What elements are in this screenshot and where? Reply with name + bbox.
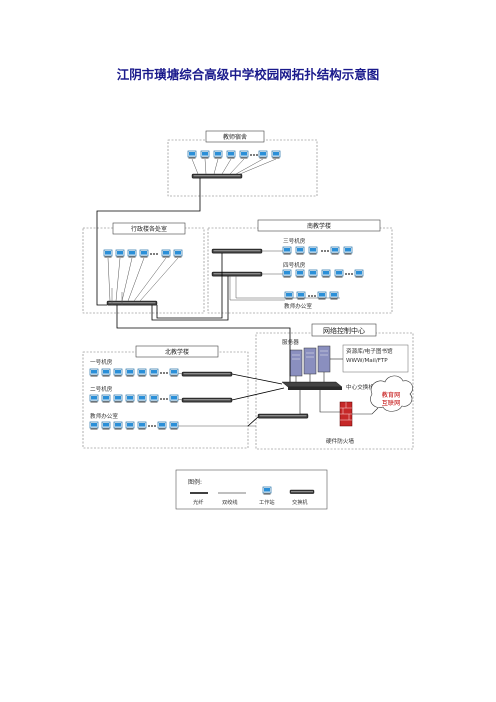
workstation-icon [262, 486, 272, 496]
switch-icon [106, 300, 158, 306]
cloud-label-education-net: 教育网 [382, 391, 401, 399]
legend-title: 图例: [188, 478, 202, 486]
zone-admin-building: 行政楼各处室 [82, 222, 205, 314]
server-protocols-text: WWW/Mail/FTP [346, 358, 388, 364]
switch-icon [181, 371, 233, 377]
zone-network-center: 网络控制中心 服务器 资源库/电子图书馆 WWW/Mail/FTP 中心交换机 [255, 323, 414, 450]
room-label: 四号机房 [283, 261, 306, 269]
cloud-icon: 教育网 互联网 [370, 375, 413, 412]
room-label: 教师办公室 [284, 302, 312, 310]
zone-label-north-building: 北教学楼 [165, 348, 189, 356]
workstation-group [187, 150, 281, 160]
room-label: 一号机房 [90, 358, 113, 366]
switch-icon [257, 413, 309, 419]
switch-icon [191, 173, 243, 179]
zone-label-network-center: 网络控制中心 [323, 326, 365, 335]
legend-item-label: 双绞线 [222, 498, 238, 506]
switch-icon [181, 397, 233, 403]
zone-north-building: 北教学楼 一号机房 二号机房 教师办公室 [82, 345, 256, 449]
legend-item-label: 工作站 [259, 498, 275, 506]
page-title: 江阴市璜塘综合高级中学校园网拓扑结构示意图 [116, 67, 380, 82]
workstation-group [103, 249, 183, 259]
server-icon [289, 345, 331, 377]
legend-item-label: 光纤 [193, 498, 203, 506]
legend: 图例: 光纤 双绞线 工作站 交换机 [175, 469, 328, 510]
core-switch-label: 中心交换机 [346, 383, 374, 391]
server-roles-text: 资源库/电子图书馆 [346, 347, 393, 355]
room-label: 二号机房 [90, 385, 113, 393]
room-label: 三号机房 [283, 237, 306, 245]
core-switch-icon [281, 381, 343, 390]
legend-item-label: 交换机 [292, 498, 308, 506]
server-group-label: 服务器 [282, 338, 299, 346]
switch-icon [211, 271, 263, 277]
zone-label-teacher-dorm: 教师宿舍 [223, 133, 247, 141]
switch-icon [211, 248, 263, 254]
switch-icon [289, 489, 315, 494]
firewall-label: 硬件防火墙 [326, 437, 354, 445]
firewall-icon [339, 401, 353, 427]
room-label: 教师办公室 [90, 412, 118, 420]
zone-teacher-dorm: 教师宿舍 [167, 130, 318, 197]
zone-south-building: 南教学楼 三号机房 四号机房 教师办公室 [207, 219, 393, 314]
zone-label-south-building: 南教学楼 [307, 222, 331, 230]
zone-label-admin-building: 行政楼各处室 [131, 225, 167, 233]
backbone-links [96, 178, 291, 427]
cloud-label-internet: 互联网 [382, 399, 401, 407]
